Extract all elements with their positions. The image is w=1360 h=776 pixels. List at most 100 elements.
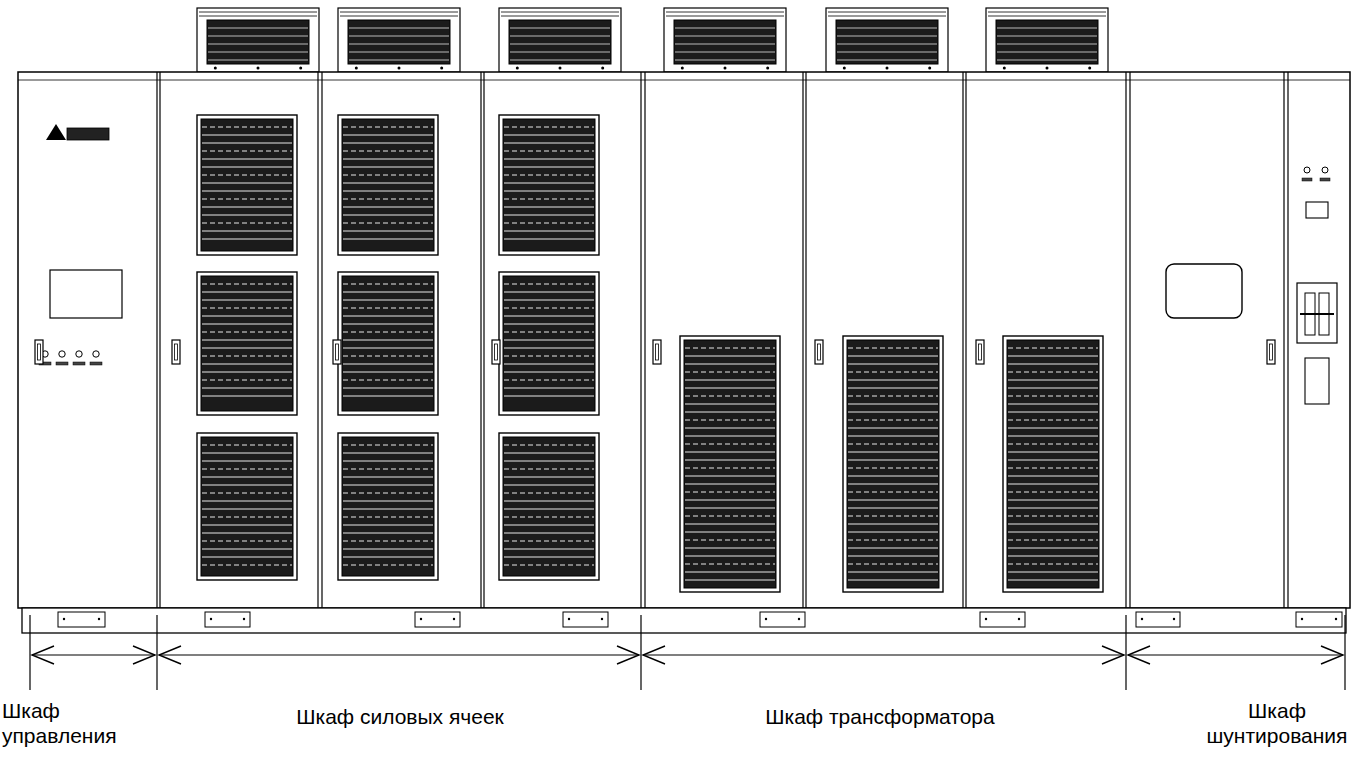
grille-slat [504, 493, 594, 494]
grille-slat [202, 493, 292, 494]
grille-slat [202, 445, 292, 446]
grille-frame [197, 115, 297, 255]
screw [886, 67, 889, 70]
grille-mesh [342, 437, 434, 576]
grille-slat [504, 183, 594, 184]
vent-grille [680, 336, 780, 592]
grille-slat [202, 215, 292, 216]
door-handle [815, 340, 823, 364]
grille-slat [504, 517, 594, 518]
grille-slat [504, 356, 594, 357]
grille-slat [1008, 444, 1098, 445]
grille-slat [343, 207, 433, 208]
screw [214, 67, 217, 70]
fan-hood-slat [997, 52, 1097, 53]
grille-slat [685, 404, 775, 405]
vent-grille [499, 272, 599, 415]
grille-slat [343, 143, 433, 144]
grille-mesh [201, 437, 293, 576]
screw [398, 67, 401, 70]
grille-slat [685, 580, 775, 581]
grille-slat [343, 151, 433, 152]
grille-slat [343, 223, 433, 224]
fan-hood-edge [501, 12, 619, 13]
fan-hood-slat [510, 60, 610, 61]
grille-mesh [342, 119, 434, 251]
grille-slat [685, 468, 775, 469]
fan-hood-slat [349, 44, 449, 45]
arrow-head [1321, 646, 1343, 664]
grille-slat [685, 348, 775, 349]
fan-hood-edge [666, 12, 784, 13]
grille-slat [343, 199, 433, 200]
grille-slat [504, 143, 594, 144]
bolt [63, 618, 65, 620]
vent-grille [338, 115, 438, 255]
lifting-slot [58, 612, 105, 627]
grille-slat [685, 412, 775, 413]
door-handle-grip [818, 344, 821, 360]
indicator-tag [73, 362, 85, 365]
grille-slat [343, 372, 433, 373]
cabinet-divider [1283, 72, 1284, 608]
grille-slat [202, 356, 292, 357]
indicator-tag [1320, 178, 1330, 181]
cabinet-divider [1125, 72, 1126, 608]
extension-line [1344, 615, 1345, 690]
fan-hood-body [197, 8, 319, 72]
grille-slat [504, 135, 594, 136]
fan-hood-slat [510, 36, 610, 37]
grille-slat [1008, 468, 1098, 469]
arrow-head [617, 646, 639, 664]
grille-slat [1008, 412, 1098, 413]
grille-slat [202, 453, 292, 454]
fan-hood-slat [208, 60, 308, 61]
grille-slat [202, 199, 292, 200]
grille-slat [202, 348, 292, 349]
lifting-slot [415, 612, 460, 627]
lifting-slot [205, 612, 250, 627]
grille-slat [504, 300, 594, 301]
fan-hood-vent [836, 20, 938, 64]
fan-hood-body [826, 8, 948, 72]
fan-hood-slat [997, 60, 1097, 61]
grille-slat [1008, 484, 1098, 485]
grille-slat [202, 127, 292, 128]
grille-slat [504, 453, 594, 454]
fan-hood-slat [208, 44, 308, 45]
grille-slat [685, 460, 775, 461]
grille-slat [1008, 364, 1098, 365]
cabinet-divider [802, 72, 803, 608]
grille-mesh [201, 119, 293, 251]
grille-slat [202, 207, 292, 208]
bolt [1018, 618, 1020, 620]
grille-frame [338, 115, 438, 255]
bolt [798, 618, 800, 620]
fan-hood-slat [349, 28, 449, 29]
vent-grille [499, 115, 599, 255]
grille-slat [504, 207, 594, 208]
grille-slat [1008, 508, 1098, 509]
bolt [985, 618, 987, 620]
grille-slat [504, 340, 594, 341]
grille-slat [343, 445, 433, 446]
grille-slat [1008, 372, 1098, 373]
grille-slat [1008, 572, 1098, 573]
grille-slat [504, 549, 594, 550]
grille-slat [848, 412, 938, 413]
fan-hood [338, 8, 460, 72]
vent-grille [499, 433, 599, 580]
cabinet-body [18, 72, 1350, 608]
bolt [1173, 618, 1175, 620]
fan-hood-vent [674, 20, 776, 64]
fan-hood-body [986, 8, 1108, 72]
extension-line [156, 615, 157, 690]
grille-slat [504, 284, 594, 285]
fan-hood-edge [666, 16, 784, 17]
grille-slat [202, 324, 292, 325]
grille-slat [343, 541, 433, 542]
fan-hood-edge [340, 16, 458, 17]
fan-hood-slat [675, 52, 775, 53]
grille-slat [848, 540, 938, 541]
